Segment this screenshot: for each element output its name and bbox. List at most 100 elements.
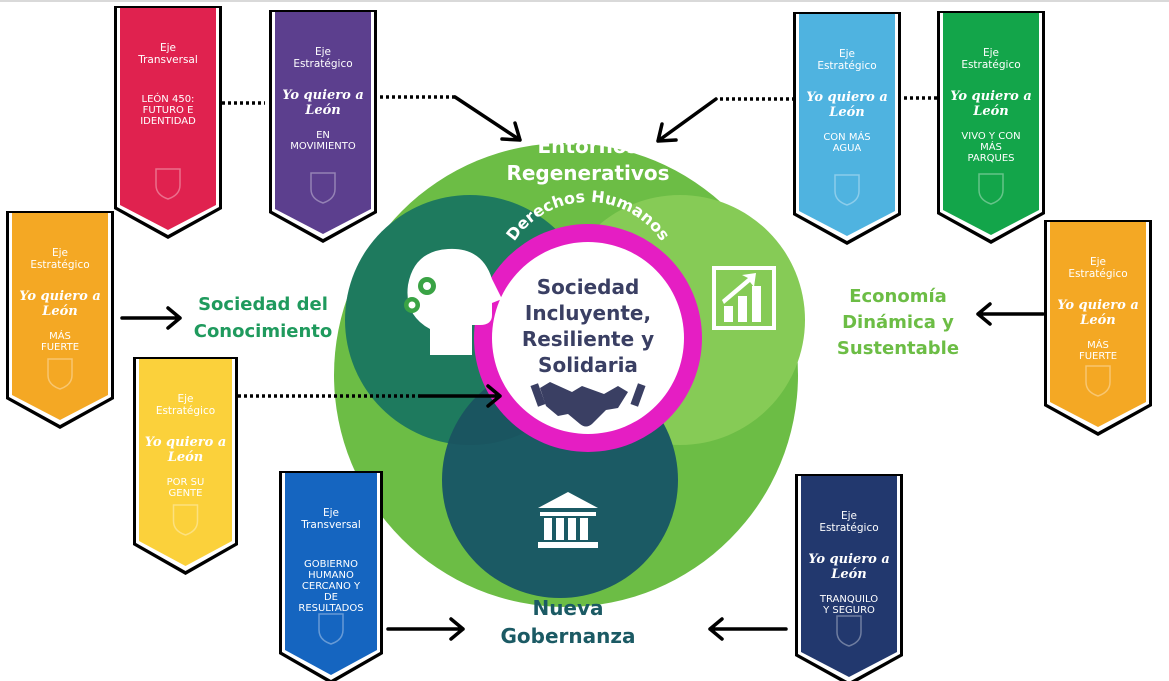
handshake-icon — [530, 382, 646, 427]
arrow-to-core — [418, 384, 502, 408]
arrow-to-bottom-left — [386, 617, 465, 641]
banner-head-line: Eje — [177, 393, 194, 405]
banner-head-line: Eje — [982, 47, 999, 59]
banner-head-line: Transversal — [301, 519, 361, 531]
label-right-3: Sustentable — [837, 338, 959, 359]
arrow-to-bottom-right — [708, 617, 788, 641]
government-building-icon — [538, 492, 598, 548]
banner-script-line: León — [305, 103, 341, 118]
banner-script-line: Yo quiero a — [808, 552, 890, 567]
banner-name-line: VIVO Y CON — [961, 131, 1021, 142]
banner-name-line: FUERTE — [1078, 351, 1118, 362]
label-left-2: Conocimiento — [194, 321, 333, 342]
banner-name-line: LEÓN 450: — [141, 94, 195, 105]
banner-name-line: AGUA — [832, 143, 862, 154]
banner-head-line: Estratégico — [1068, 268, 1128, 280]
banner-head-line: Estratégico — [961, 59, 1021, 71]
core-line-4: Solidaria — [538, 353, 638, 377]
banner-head-line: Eje — [51, 247, 68, 259]
banner-name-line: MÁS — [980, 142, 1002, 153]
lion-crest-icon — [318, 613, 344, 645]
banner-vivo-parques — [943, 13, 1039, 235]
banner-script-line: Yo quiero a — [950, 89, 1032, 104]
banner-head-line: Eje — [322, 507, 339, 519]
banner-en-movimiento — [275, 12, 371, 234]
banner-script-line: Yo quiero a — [282, 88, 364, 103]
banner-gobierno-humano — [285, 473, 377, 675]
banner-head-line: Estratégico — [30, 259, 90, 271]
banner-name-line: GOBIERNO — [303, 559, 359, 570]
banner-name-line: CERCANO Y — [301, 581, 361, 592]
top-divider — [0, 0, 1169, 2]
banner-name-line: HUMANO — [308, 570, 354, 581]
overlap-left-bottom — [442, 362, 595, 445]
label-right-1: Economía — [849, 286, 947, 307]
banner-name-line: PARQUES — [967, 153, 1015, 164]
banner-script-line: Yo quiero a — [806, 90, 888, 105]
banner-name-line: FUTURO E — [142, 105, 194, 116]
core-line-2: Incluyente, — [525, 301, 651, 325]
lion-crest-icon — [1085, 365, 1111, 397]
banner-head-line: Estratégico — [293, 58, 353, 70]
banner-head-line: Estratégico — [155, 405, 216, 417]
banner-script-line: León — [973, 104, 1009, 119]
banner-script-line: Yo quiero a — [1057, 298, 1139, 313]
core-line-1: Sociedad — [537, 275, 640, 299]
lion-crest-icon — [47, 358, 73, 390]
banner-name-line: EN — [316, 130, 330, 141]
growth-chart-icon — [712, 266, 776, 330]
banner-por-su-gente — [139, 359, 232, 566]
banner-script-line: León — [167, 450, 204, 465]
banner-script-line: León — [1080, 313, 1116, 328]
banner-name-line: RESULTADOS — [298, 603, 364, 614]
banner-head-line: Transversal — [138, 54, 198, 66]
label-top-2: Regenerativos — [506, 161, 669, 185]
banner-name-line: MOVIMIENTO — [290, 141, 356, 152]
arrow-to-top-left — [453, 95, 522, 142]
banner-name-line: TRANQUILO — [819, 594, 879, 605]
label-top-1: Entornos — [538, 134, 639, 158]
banner-name-line: POR SU — [166, 477, 205, 488]
head-gears-icon — [404, 248, 502, 355]
lion-crest-icon — [834, 174, 860, 206]
core-line-3: Resiliente y — [522, 327, 654, 351]
banner-name-line: IDENTIDAD — [140, 116, 196, 127]
arrow-to-top-right — [656, 97, 718, 143]
banner-name-line: FUERTE — [40, 342, 80, 353]
banner-script-line: Yo quiero a — [19, 289, 101, 304]
arrow-to-left-label — [120, 306, 182, 330]
banner-mas-fuerte-left — [12, 213, 108, 420]
banner-name-line: CON MÁS — [823, 132, 871, 143]
lion-crest-icon — [978, 173, 1004, 205]
arrow-to-right-label — [976, 302, 1045, 326]
label-left-1: Sociedad del — [198, 294, 328, 315]
banner-name-line: MÁS — [1087, 340, 1109, 351]
label-bottom-1: Nueva — [532, 596, 603, 620]
lion-crest-icon — [310, 172, 336, 204]
banner-name-line: MÁS — [49, 331, 71, 342]
banner-name-line: GENTE — [168, 488, 203, 499]
banner-tranquilo-seguro — [801, 476, 897, 677]
banner-con-mas-agua — [799, 14, 895, 236]
banner-script-line: León — [42, 304, 78, 319]
core-circle — [492, 242, 684, 434]
lion-crest-icon — [172, 504, 199, 536]
banner-mas-fuerte-right — [1050, 222, 1146, 427]
lion-crest-icon — [836, 615, 862, 647]
banner-script-line: Yo quiero a — [144, 435, 227, 450]
label-right-2: Dinámica y — [842, 312, 954, 333]
banner-head-line: Eje — [838, 48, 855, 60]
banner-head-line: Eje — [314, 46, 331, 58]
banner-head-line: Estratégico — [817, 60, 877, 72]
banner-script-line: León — [829, 105, 865, 120]
banner-head-line: Estratégico — [819, 522, 879, 534]
